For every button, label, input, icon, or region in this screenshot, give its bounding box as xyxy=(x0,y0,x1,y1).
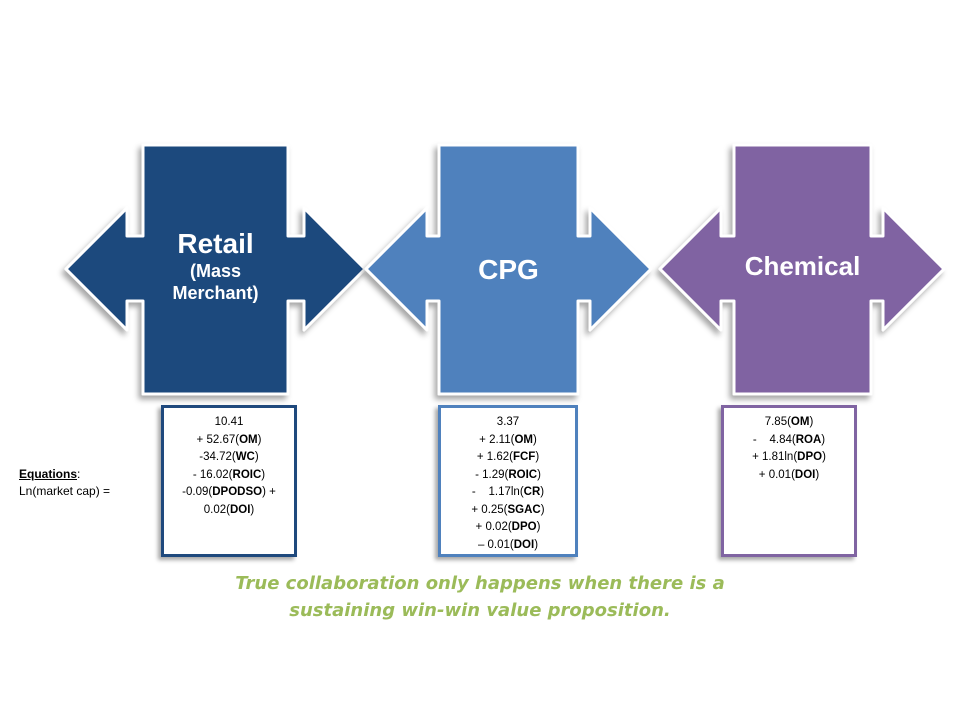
equation-text: -34.72( xyxy=(199,451,236,463)
equation-text: 7.85( xyxy=(764,416,791,428)
cpg-block-title: CPG xyxy=(439,254,578,286)
cpg-equation-box: 3.37+ 2.11(OM)+ 1.62(FCF)- 1.29(ROIC)- 1… xyxy=(438,405,578,557)
equation-variable: DOI xyxy=(229,503,251,516)
retail-equation-box: 10.41+ 52.67(OM)-34.72(WC)- 16.02(ROIC)-… xyxy=(161,405,297,557)
equation-text: + 1.81ln( xyxy=(752,451,798,463)
equation-text: + 0.02( xyxy=(475,521,512,533)
equation-variable: ROIC xyxy=(508,468,538,481)
equation-variable: DOI xyxy=(794,468,816,481)
equation-text: 10.41 xyxy=(214,416,244,428)
equation-text: + 0.25( xyxy=(471,503,508,516)
block-title: Retail xyxy=(177,228,254,259)
equation-line: - 16.02(ROIC) xyxy=(164,467,294,485)
equation-variable: DPODSO xyxy=(212,486,263,498)
equation-text: - 1.17ln( xyxy=(471,486,524,498)
equation-text: ) xyxy=(537,468,541,481)
chemical-arrow xyxy=(658,143,946,396)
equation-variable: OM xyxy=(790,416,810,428)
equation-text: + 0.01( xyxy=(758,468,795,481)
equation-text: – 0.01( xyxy=(477,538,514,551)
equation-variable: WC xyxy=(235,451,255,463)
equation-text: ) xyxy=(540,486,545,498)
block-subtitle-line: (Mass xyxy=(189,261,242,281)
equation-text: - 1.29( xyxy=(475,468,509,481)
quote-line: True collaboration only happens when the… xyxy=(235,573,725,594)
equation-line: + 1.81ln(DPO) xyxy=(724,449,854,467)
equation-text: 0.02( xyxy=(203,503,230,516)
equation-line: – 0.01(DOI) xyxy=(441,537,575,555)
equation-text: ) xyxy=(540,503,545,516)
equation-line: + 1.62(FCF) xyxy=(441,449,575,467)
chemical-equation-box: 7.85(OM)- 4.84(ROA)+ 1.81ln(DPO)+ 0.01(D… xyxy=(721,405,857,557)
equation-text: - 16.02( xyxy=(192,468,233,481)
equation-variable: DOI xyxy=(513,538,535,551)
equation-text: ) xyxy=(815,468,820,481)
collaboration-quote: True collaboration only happens when the… xyxy=(180,570,780,624)
equation-text: + 2.11( xyxy=(479,433,515,446)
equation-line: 7.85(OM) xyxy=(724,414,854,432)
equation-text: - 4.84( xyxy=(752,433,796,446)
equation-line: 0.02(DOI) xyxy=(164,502,294,520)
equation-text: ) xyxy=(257,433,262,446)
equation-text: ) xyxy=(250,503,255,516)
equation-variable: OM xyxy=(514,433,533,446)
equation-text: -0.09( xyxy=(182,486,213,498)
equation-text: ) xyxy=(261,468,266,481)
equation-variable: DPO xyxy=(511,521,537,533)
equation-variable: CR xyxy=(523,486,541,498)
equation-variable: SGAC xyxy=(507,503,541,516)
equation-line: - 1.17ln(CR) xyxy=(441,484,575,502)
equation-line: + 52.67(OM) xyxy=(164,432,294,450)
equation-line: -0.09(DPODSO) + xyxy=(164,484,294,502)
equation-line: + 0.02(DPO) xyxy=(441,519,575,537)
equation-line: 3.37 xyxy=(441,414,575,432)
equation-text: ) xyxy=(535,451,540,463)
equation-text: ) xyxy=(254,451,259,463)
equation-text: ) xyxy=(534,538,539,551)
equation-variable: ROIC xyxy=(232,468,262,481)
equation-line: + 0.01(DOI) xyxy=(724,467,854,485)
equation-text: ) xyxy=(536,521,541,533)
equation-text: + 1.62( xyxy=(476,451,513,463)
chemical-block-title: Chemical xyxy=(734,250,871,282)
equation-text: 3.37 xyxy=(496,416,520,428)
equation-line: + 0.25(SGAC) xyxy=(441,502,575,520)
block-title: Chemical xyxy=(744,251,861,281)
retail-block-title: Retail (Mass Merchant) xyxy=(143,228,288,304)
equation-text: + 52.67( xyxy=(196,433,240,446)
block-subtitle-line: Merchant) xyxy=(172,283,259,303)
equation-line: -34.72(WC) xyxy=(164,449,294,467)
quote-line: sustaining win-win value proposition. xyxy=(289,600,671,621)
equation-variable: DPO xyxy=(797,451,823,463)
equation-variable: ROA xyxy=(795,433,822,446)
equations-heading-colon: : xyxy=(77,467,81,481)
cpg-arrow xyxy=(364,143,653,396)
block-title: CPG xyxy=(478,254,539,285)
equation-line: - 4.84(ROA) xyxy=(724,432,854,450)
equation-text: ) xyxy=(532,433,537,446)
equation-variable: OM xyxy=(239,433,258,446)
equation-text: ) xyxy=(821,433,826,446)
equation-line: 10.41 xyxy=(164,414,294,432)
equation-text: ) xyxy=(822,451,826,463)
equations-heading: Equations xyxy=(19,467,78,481)
equation-variable: FCF xyxy=(512,451,536,463)
equation-line: - 1.29(ROIC) xyxy=(441,467,575,485)
equations-legend: Equations: Ln(market cap) = xyxy=(19,466,110,500)
equation-lhs-label: Ln(market cap) = xyxy=(19,484,111,498)
equation-line: + 2.11(OM) xyxy=(441,432,575,450)
retail-arrow xyxy=(64,143,367,396)
equation-text: ) xyxy=(809,416,814,428)
equation-text: ) + xyxy=(262,486,276,498)
